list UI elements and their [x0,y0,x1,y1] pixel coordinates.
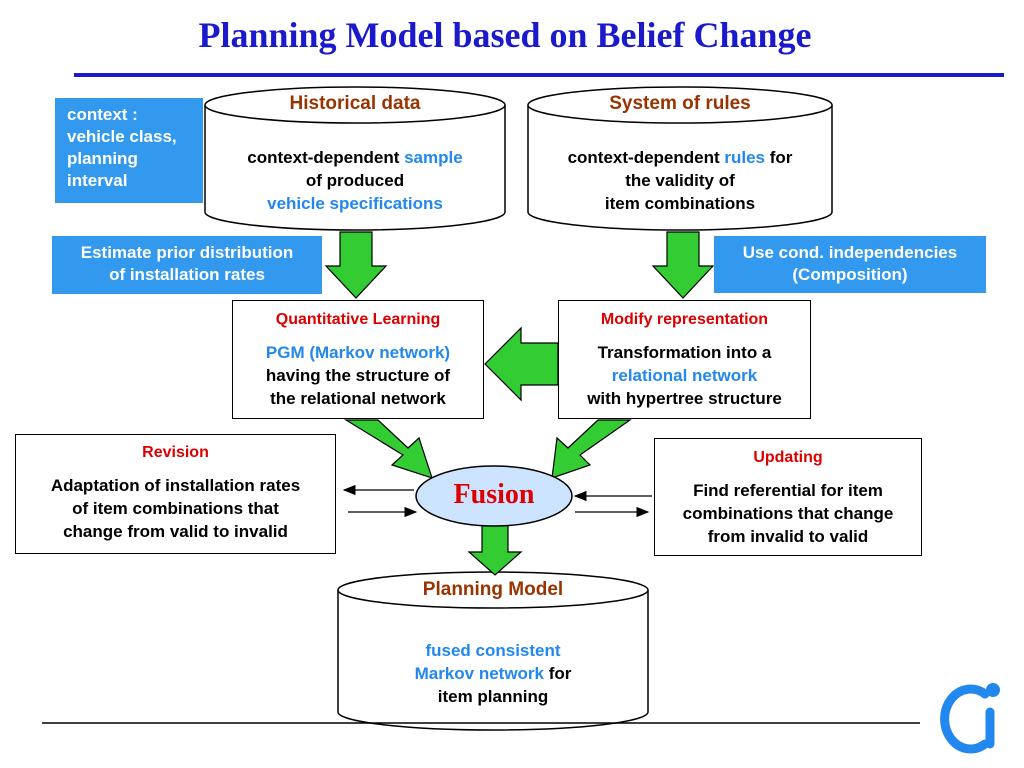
quantitative-learning-box: Quantitative Learning PGM (Markov networ… [232,300,484,419]
cond-independencies-box: Use cond. independencies (Composition) [714,236,986,293]
arrow-modify-to-quant [484,326,559,402]
arrow-fusion-to-planning [467,523,523,576]
estimate-prior-box: Estimate prior distribution of installat… [52,236,322,294]
system-of-rules-heading: System of rules [609,93,751,114]
historical-data-heading: Historical data [289,93,421,114]
arrow-modify-to-fusion [551,419,632,479]
planning-model-text: fused consistent Markov network for item… [414,641,572,706]
context-box: context : vehicle class, planning interv… [55,98,203,203]
ci-logo-icon [940,683,1000,754]
arrow-quant-to-fusion [343,419,433,479]
revision-box: Revision Adaptation of installation rate… [15,434,336,554]
page-title: Planning Model based on Belief Change [198,15,812,55]
updating-box: Updating Find referential for item combi… [654,438,922,556]
arrow-historical-to-quant [324,231,388,299]
system-of-rules-cylinder [527,86,833,231]
modify-representation-box: Modify representation Transformation int… [558,300,811,419]
arrow-rules-to-modify [651,231,715,299]
planning-model-heading: Planning Model [422,579,564,600]
planning-model-cylinder [337,571,649,731]
fusion-ellipse [415,465,573,527]
fusion-label: Fusion [453,479,535,510]
title-underline [74,73,1004,77]
historical-data-text: context-dependent sample of produced veh… [247,148,463,213]
system-of-rules-text: context-dependent rules for the validity… [567,148,793,213]
historical-data-cylinder [204,86,506,231]
